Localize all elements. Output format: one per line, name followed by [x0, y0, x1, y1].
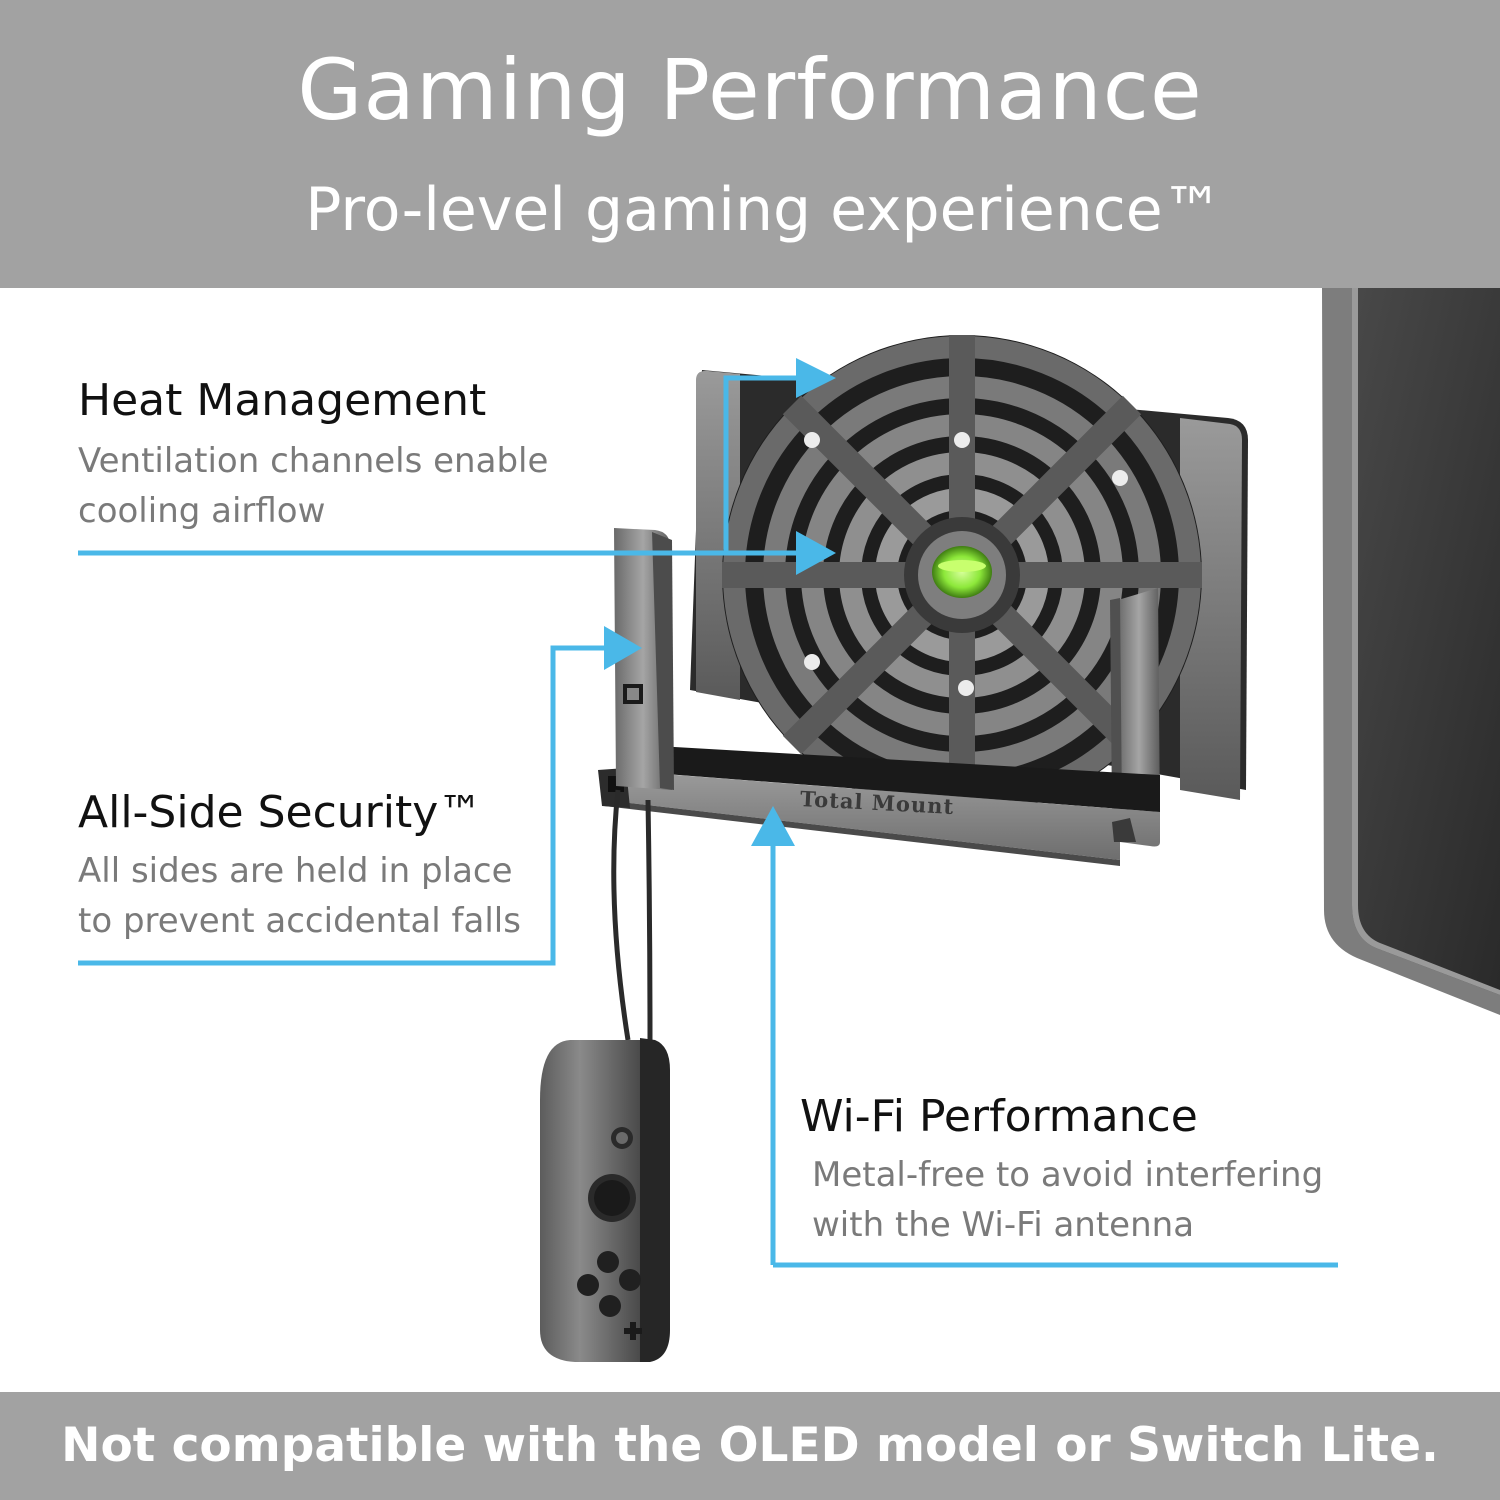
- mount-left-arm: [614, 528, 674, 790]
- monitor-illustration: [1322, 288, 1500, 1015]
- heat-management-desc-line2: cooling airflow: [78, 491, 326, 531]
- header-banner: [0, 0, 1500, 288]
- fan-grille: [722, 335, 1202, 815]
- heat-management-title: Heat Management: [78, 375, 487, 426]
- heat-management-desc-line1: Ventilation channels enable: [78, 441, 549, 481]
- all-side-security-desc-line2: to prevent accidental falls: [78, 901, 521, 941]
- callout-lines: [78, 375, 1338, 1268]
- all-side-security-title: All-Side Security™: [78, 787, 483, 838]
- page-subtitle: Pro-level gaming experience™: [305, 175, 1223, 245]
- mount-right-arm: [1110, 588, 1160, 820]
- mount-base-tray: [598, 745, 1160, 866]
- wifi-performance-desc-line2: with the Wi-Fi antenna: [812, 1205, 1195, 1245]
- wifi-performance-title: Wi-Fi Performance: [800, 1091, 1198, 1142]
- wifi-performance-desc-line1: Metal-free to avoid interfering: [812, 1155, 1324, 1195]
- all-side-security-desc-line1: All sides are held in place: [78, 851, 513, 891]
- compatibility-disclaimer: Not compatible with the OLED model or Sw…: [61, 1418, 1439, 1473]
- joy-con-illustration: [540, 789, 670, 1362]
- callout-arrowheads: [604, 358, 836, 846]
- page-title: Gaming Performance: [297, 41, 1203, 139]
- footer-banner: [0, 1392, 1500, 1500]
